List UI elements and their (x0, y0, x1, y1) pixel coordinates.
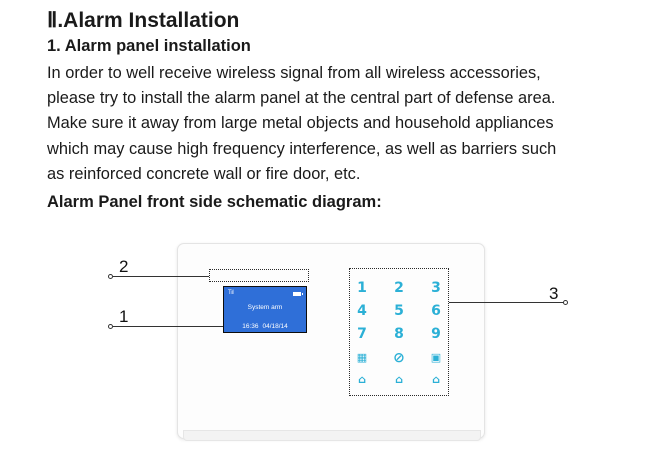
callout-line-3 (449, 302, 565, 303)
callout-dot-1 (108, 324, 113, 329)
diagram-caption: Alarm Panel front side schematic diagram… (47, 193, 382, 211)
key-hash-icon: ▦ (356, 351, 368, 364)
callout-line-2 (113, 276, 209, 277)
subsection-heading: 1. Alarm panel installation (47, 37, 251, 55)
callout-label-2: 2 (119, 257, 129, 276)
sensor-strip-outline (209, 269, 309, 282)
home-icon: ⌂ (395, 373, 403, 386)
alarm-panel-base (183, 430, 481, 441)
key-2: 2 (394, 280, 404, 296)
key-8: 8 (394, 326, 404, 342)
paragraph-line: which may cause high frequency interfere… (47, 139, 557, 158)
key-7: 7 (357, 326, 367, 342)
installation-paragraph: In order to well receive wireless signal… (47, 61, 647, 187)
paragraph-line: Make sure it away from large metal objec… (47, 114, 554, 133)
callout-dot-3 (563, 300, 568, 305)
battery-icon (293, 292, 303, 296)
callout-label-1: 1 (119, 307, 129, 326)
key-3: 3 (431, 280, 441, 296)
key-0: ⊘ (393, 350, 405, 366)
paragraph-line: In order to well receive wireless signal… (47, 64, 541, 82)
section-heading: Ⅱ.Alarm Installation (47, 9, 240, 32)
key-6: 6 (431, 303, 441, 319)
unlock-icon: ⌂ (432, 373, 440, 386)
key-5: 5 (394, 303, 404, 319)
lcd-status-text: System arm (247, 304, 283, 311)
lcd-date-text: 04/18/14 (262, 323, 288, 330)
paragraph-line: please try to install the alarm panel at… (47, 89, 556, 108)
key-star-icon: ▣ (430, 351, 442, 364)
alarm-panel-body (177, 243, 485, 439)
lock-icon: ⌂ (358, 373, 366, 386)
callout-dot-2 (108, 274, 113, 279)
callout-line-1 (113, 326, 223, 327)
callout-label-3: 3 (549, 284, 559, 303)
key-1: 1 (357, 280, 367, 296)
key-4: 4 (357, 303, 367, 319)
signal-icon: Tıl (228, 290, 234, 296)
lcd-time-text: 16:36 (242, 323, 259, 330)
keypad-outline (349, 268, 449, 396)
paragraph-line: as reinforced concrete wall or fire door… (47, 164, 361, 183)
key-9: 9 (431, 326, 441, 342)
